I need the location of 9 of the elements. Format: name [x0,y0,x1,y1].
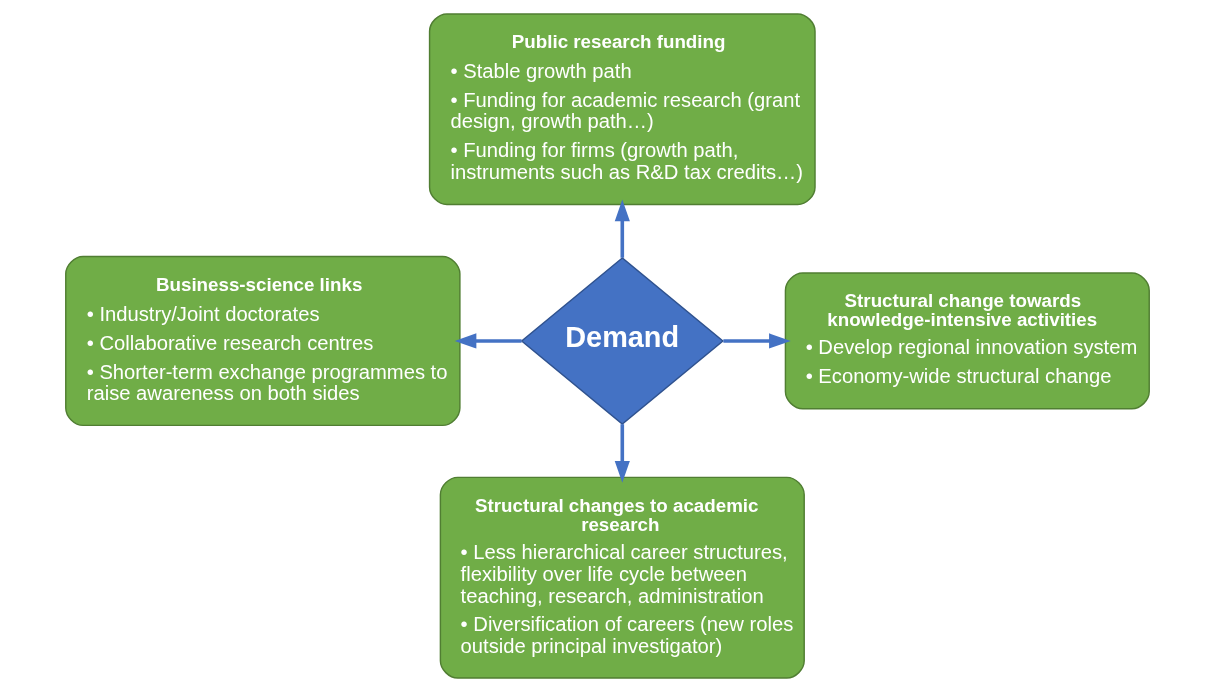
arrow [454,333,522,349]
node-box: Structural changes to academic research • Less hierarchical career structures, flexibility over life cycle between teaching, research, administration • Diversification of careers (new roles outside principal investigator) [439,476,805,679]
node-box: Public research funding • Stable growth path • Funding for academic research (grant design, growth path…) • Funding for firms (growth path, instruments such as R&D tax credits…) [428,13,816,206]
arrow [722,333,791,349]
node-box: Structural change towards knowledge-intensive activities • Develop regional innovation system • Economy-wide structural change [784,272,1150,410]
arrow [614,199,630,258]
arrow [614,424,630,483]
node-diamond: Demand [520,257,724,425]
node-box: Business-science links • Industry/Joint doctorates • Collaborative research centres • Shorter-term exchange programmes to raise awareness on both sides [64,255,461,427]
